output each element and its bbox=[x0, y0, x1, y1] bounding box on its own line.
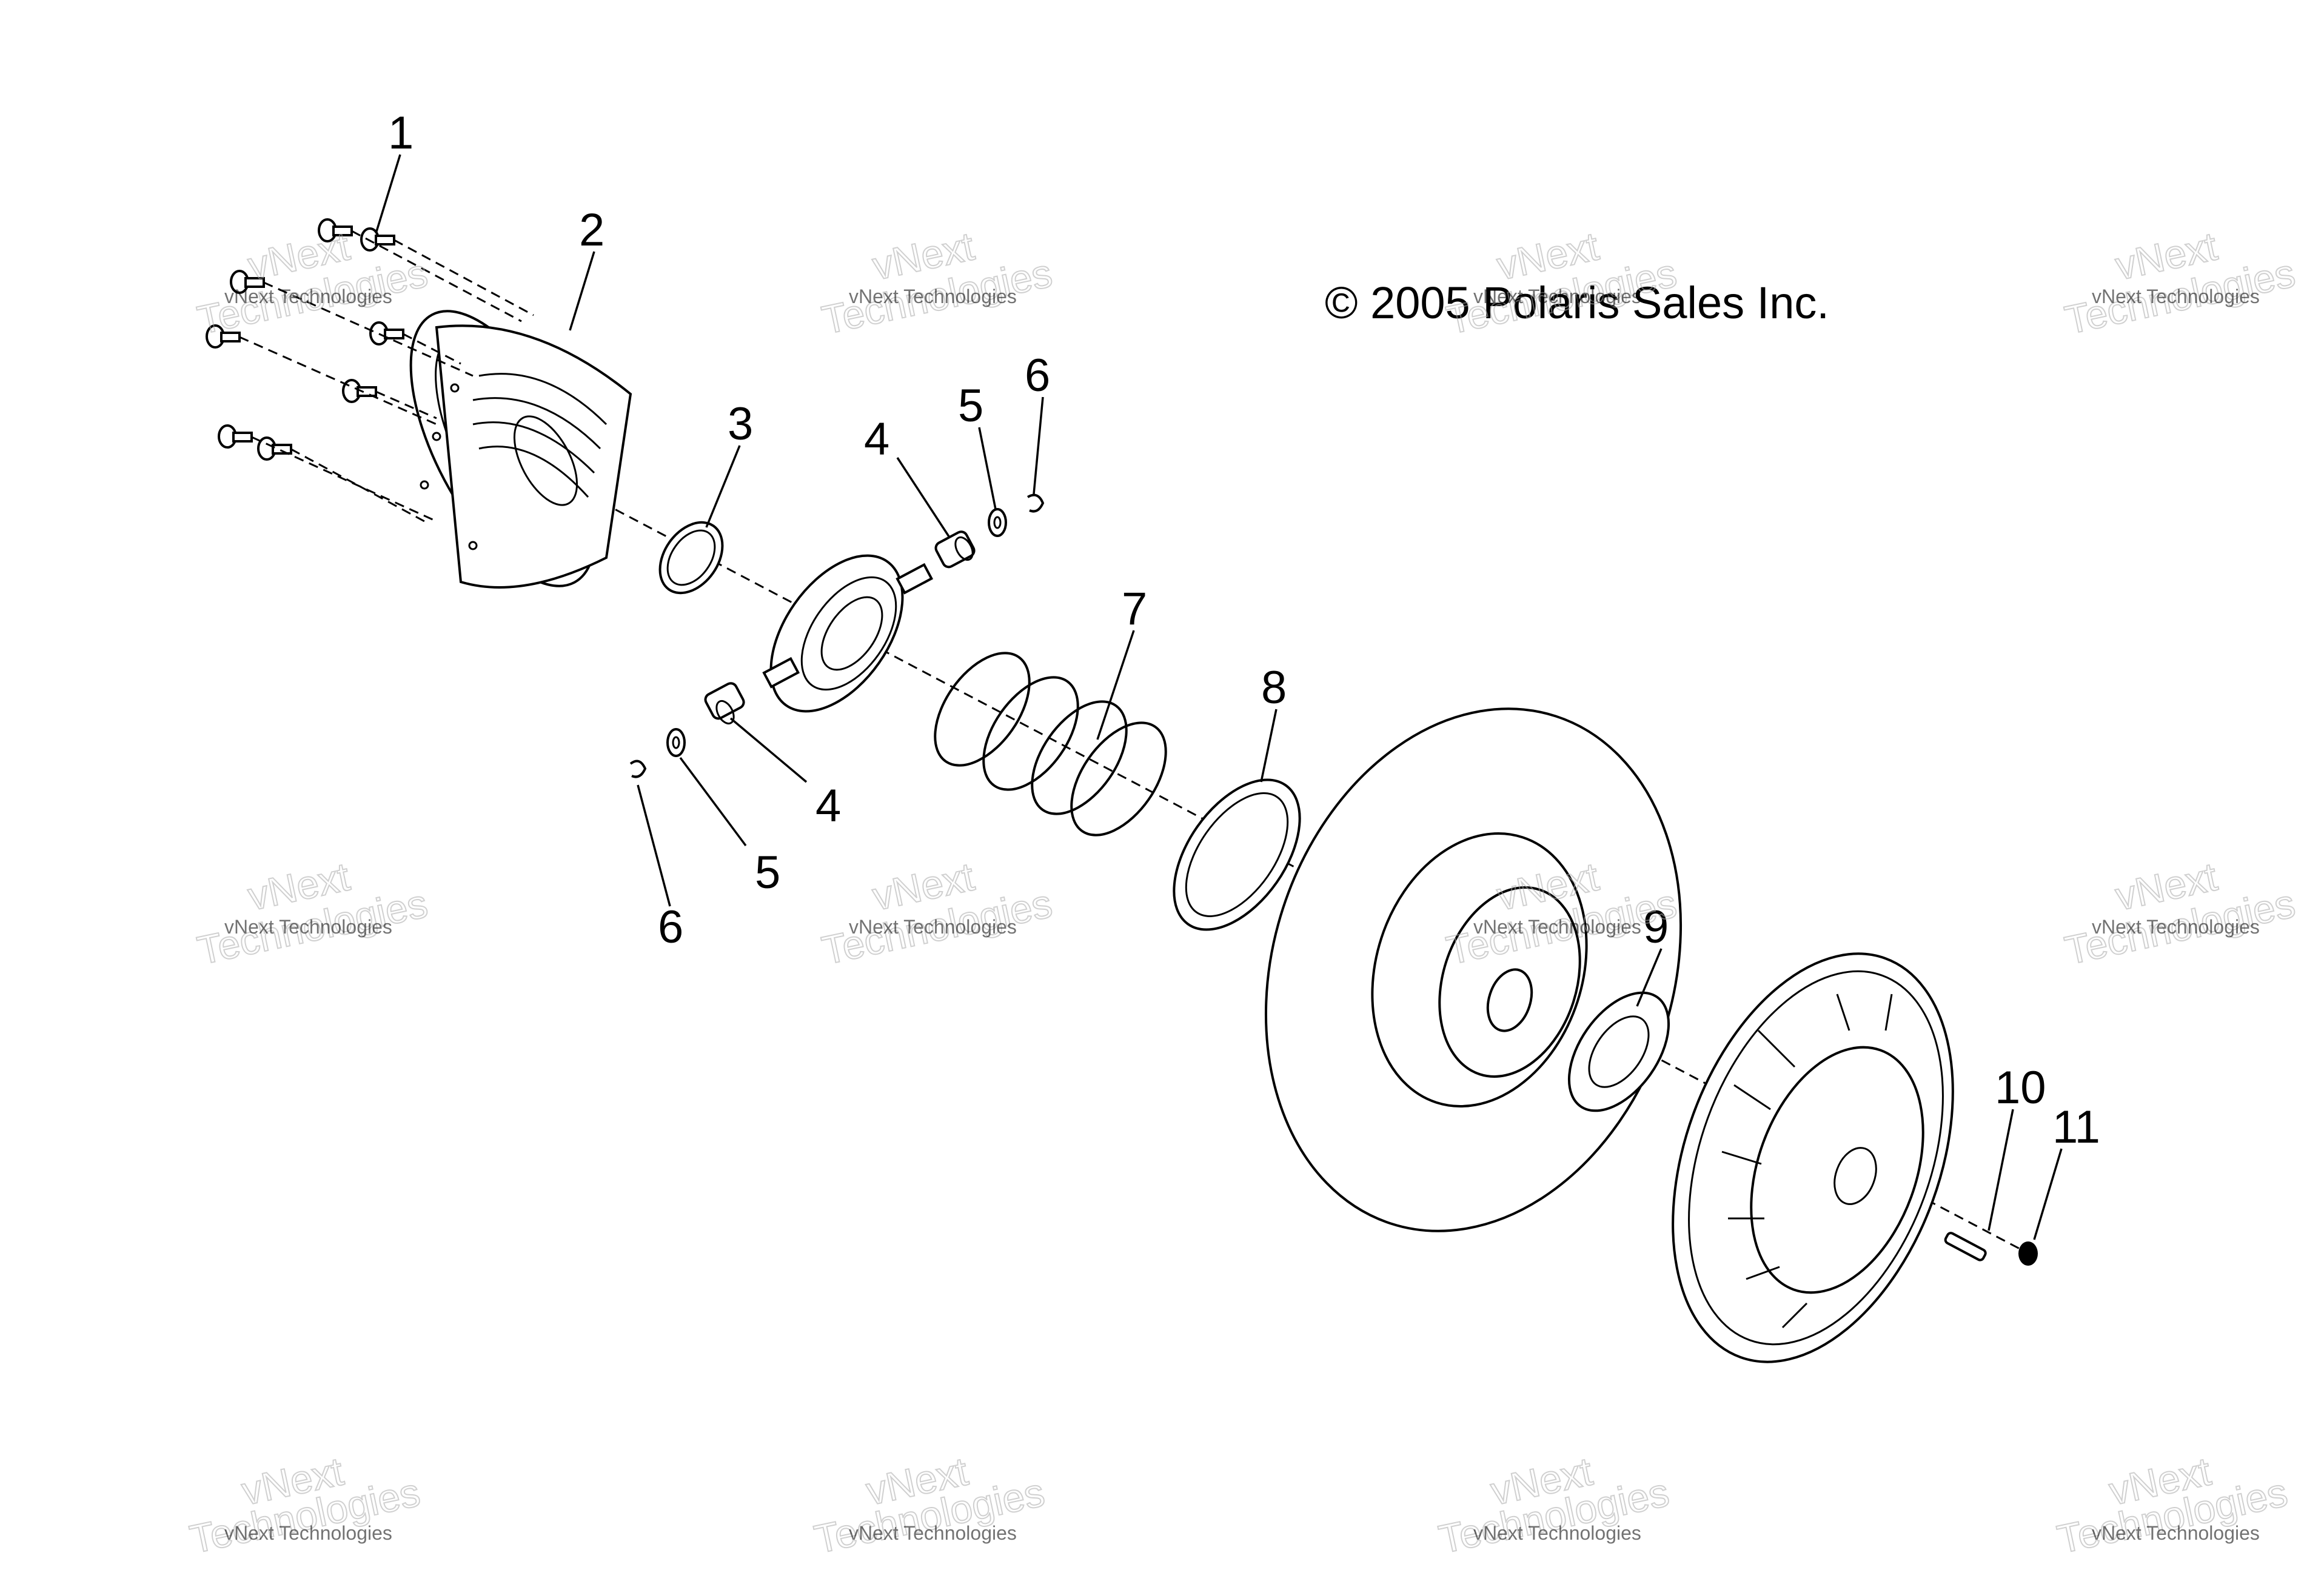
svg-text:vNext Technologies: vNext Technologies bbox=[849, 286, 1017, 307]
svg-text:vNext Technologies: vNext Technologies bbox=[2092, 916, 2260, 938]
sheave-disc bbox=[1264, 707, 1683, 1232]
part-6-clip-upper bbox=[1026, 493, 1045, 513]
copyright-text: © 2005 Polaris Sales Inc. bbox=[1325, 278, 1829, 328]
part-5-washer-upper bbox=[988, 508, 1007, 537]
screw bbox=[257, 436, 292, 461]
watermark: Technologies vNext vNext Technologies bbox=[2053, 1448, 2292, 1562]
svg-text:vNext Technologies: vNext Technologies bbox=[2092, 286, 2260, 307]
callout-6-upper: 6 bbox=[1025, 350, 1050, 401]
part-8-ring bbox=[1173, 778, 1301, 931]
part-10-pin bbox=[1944, 1232, 1987, 1261]
part-4-bushing-lower bbox=[704, 682, 745, 725]
part-3-ring bbox=[658, 521, 724, 595]
callout-1: 1 bbox=[388, 107, 414, 159]
callout-5-lower: 5 bbox=[755, 847, 780, 898]
svg-text:vNext Technologies: vNext Technologies bbox=[224, 286, 392, 307]
part-6-clip-lower bbox=[629, 760, 647, 778]
callout-3: 3 bbox=[728, 398, 753, 450]
svg-text:vNext Technologies: vNext Technologies bbox=[1473, 286, 1641, 307]
callout-8: 8 bbox=[1261, 662, 1287, 713]
bearing-hub bbox=[762, 554, 934, 713]
screw bbox=[318, 218, 353, 242]
watermark: Technologies vNext vNext Technologies bbox=[817, 222, 1056, 343]
part-5-washer-lower bbox=[666, 728, 686, 757]
watermark: Technologies vNext vNext Technologies bbox=[193, 853, 432, 974]
part-9-washer bbox=[1567, 991, 1670, 1112]
callout-2: 2 bbox=[579, 204, 604, 256]
screw bbox=[360, 227, 395, 252]
helix-cover bbox=[1672, 952, 1954, 1363]
svg-text:vNext Technologies: vNext Technologies bbox=[2092, 1522, 2260, 1544]
callout-4-lower: 4 bbox=[815, 780, 841, 832]
callout-7: 7 bbox=[1122, 583, 1147, 635]
watermark: Technologies vNext vNext Technologies bbox=[2060, 222, 2299, 343]
callout-6-lower: 6 bbox=[658, 901, 683, 953]
svg-text:vNext Technologies: vNext Technologies bbox=[1473, 916, 1641, 938]
screw bbox=[369, 321, 404, 346]
part-2-housing bbox=[409, 310, 632, 589]
callout-11: 11 bbox=[2052, 1101, 2100, 1153]
watermark: Technologies vNext vNext Technologies bbox=[186, 1448, 424, 1562]
watermark: Technologies vNext vNext Technologies bbox=[810, 1448, 1049, 1562]
leader-lines bbox=[375, 154, 2063, 1240]
callout-10: 10 bbox=[1995, 1062, 2046, 1114]
svg-text:vNext Technologies: vNext Technologies bbox=[849, 916, 1017, 938]
callout-4-upper: 4 bbox=[864, 413, 889, 465]
part-11-nut bbox=[2018, 1241, 2038, 1266]
callout-9: 9 bbox=[1643, 901, 1669, 953]
svg-text:vNext Technologies: vNext Technologies bbox=[224, 916, 392, 938]
part-4-bushing-upper bbox=[934, 530, 976, 569]
callout-5-upper: 5 bbox=[958, 380, 983, 432]
callout-labels: 1 2 3 4 5 6 7 8 4 5 6 9 10 11 bbox=[388, 107, 2100, 1153]
watermark: Technologies vNext vNext Technologies bbox=[817, 853, 1056, 974]
watermark: Technologies vNext vNext Technologies bbox=[2060, 853, 2299, 974]
part-1-screws bbox=[206, 218, 534, 523]
screw bbox=[218, 424, 253, 449]
part-7-spring bbox=[934, 652, 1167, 837]
watermark: Technologies vNext vNext Technologies bbox=[1435, 1448, 1673, 1562]
svg-text:vNext Technologies: vNext Technologies bbox=[849, 1522, 1017, 1544]
svg-text:vNext Technologies: vNext Technologies bbox=[1473, 1522, 1641, 1544]
svg-text:vNext Technologies: vNext Technologies bbox=[224, 1522, 392, 1544]
